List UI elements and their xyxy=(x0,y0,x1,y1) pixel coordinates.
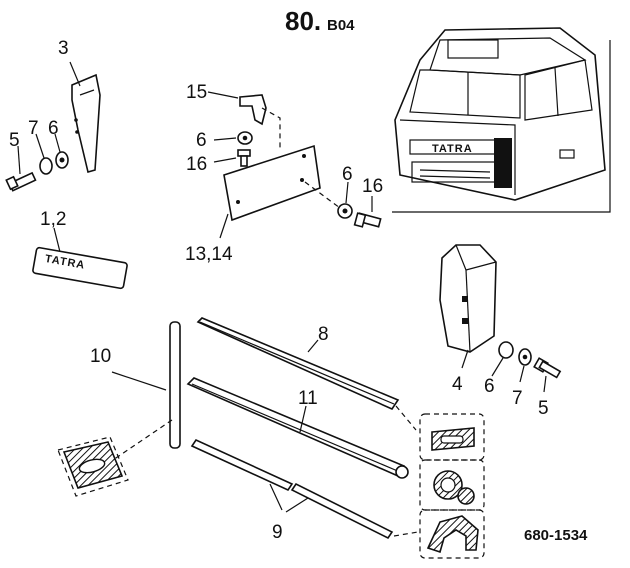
fastener-set-right xyxy=(491,341,562,393)
truck-cab-illustration: TATRA xyxy=(392,27,611,213)
section-10-profile xyxy=(57,436,129,497)
cab-brand-text: TATRA xyxy=(432,143,473,155)
label-9: 9 xyxy=(272,522,283,543)
section-9-profile xyxy=(419,509,485,559)
label-7-left: 7 xyxy=(28,118,39,139)
label-6-right: 6 xyxy=(342,164,353,185)
label-5-left: 5 xyxy=(9,130,20,151)
section-8-profile xyxy=(419,413,485,461)
headlight-icon xyxy=(494,138,512,188)
label-3: 3 xyxy=(58,38,69,59)
label-6-left: 6 xyxy=(48,118,59,139)
page-title: 80. xyxy=(285,6,321,36)
label-7-lower-right: 7 xyxy=(512,388,523,409)
part-13-14-plate xyxy=(219,144,321,239)
page-subtitle: B04 xyxy=(327,17,355,34)
label-10: 10 xyxy=(90,346,111,367)
part-4-cover xyxy=(439,244,497,369)
part-9-rods xyxy=(190,438,394,540)
fastener-set-left xyxy=(5,133,69,192)
label-16-center: 16 xyxy=(186,154,207,175)
label-8: 8 xyxy=(318,324,329,345)
label-15: 15 xyxy=(186,82,207,103)
label-16-right: 16 xyxy=(362,176,383,197)
section-11-profile xyxy=(419,459,485,511)
tatra-emblem: TATRA xyxy=(32,246,128,290)
label-5-lower-right: 5 xyxy=(538,398,549,419)
part-11-rod xyxy=(186,377,409,479)
part-8-rod xyxy=(196,317,400,411)
label-6-lower-right: 6 xyxy=(484,376,495,397)
part-10-rod xyxy=(111,321,181,449)
label-4: 4 xyxy=(452,374,463,395)
part-15-bracket xyxy=(207,91,267,126)
drawing-code: 680-1534 xyxy=(524,527,588,544)
label-6-center: 6 xyxy=(196,130,207,151)
part-3-trim xyxy=(69,61,101,173)
bolt-16-center xyxy=(237,149,251,157)
label-1-2: 1,2 xyxy=(40,209,66,230)
label-11: 11 xyxy=(298,388,318,409)
label-13-14: 13,14 xyxy=(185,244,233,265)
